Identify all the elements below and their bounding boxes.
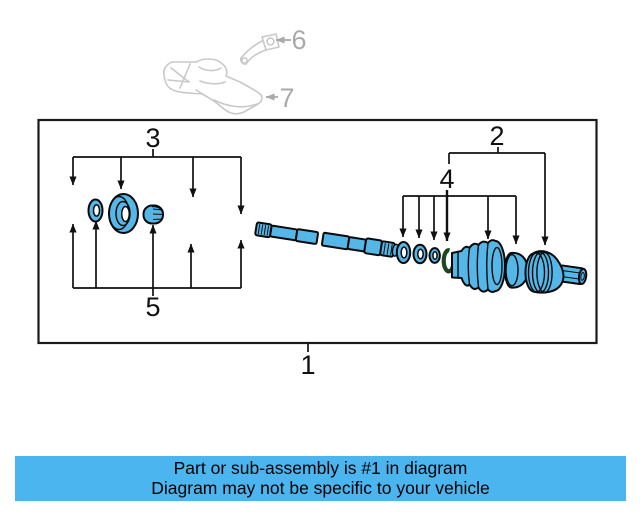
part-spline-coupler[interactable] [142, 204, 164, 225]
part-seal-ring[interactable] [87, 198, 104, 223]
callout-2: 2 [448, 121, 549, 246]
part-washer-ring-2[interactable] [412, 243, 428, 265]
part-axle-shaft[interactable] [254, 221, 399, 258]
callout-1-label[interactable]: 1 [300, 350, 315, 380]
info-banner: Part or sub-assembly is #1 in diagram Di… [15, 456, 626, 501]
callout-6[interactable]: 6 [275, 25, 307, 55]
part-7-bracket-ghost[interactable] [163, 58, 263, 115]
callout-7[interactable]: 7 [265, 83, 295, 113]
callout-4-label[interactable]: 4 [439, 164, 454, 194]
callout-7-label[interactable]: 7 [279, 83, 294, 113]
callout-2-label[interactable]: 2 [489, 121, 504, 151]
part-washer-ring-1[interactable] [395, 241, 412, 264]
callout-3-label[interactable]: 3 [145, 123, 160, 153]
part-cv-boot[interactable] [451, 239, 506, 293]
callout-5: 5 [69, 220, 245, 322]
part-bearing-damper[interactable] [108, 193, 139, 234]
part-washer-ring-3[interactable] [428, 247, 441, 264]
part-grease-cap[interactable] [504, 251, 529, 289]
callout-1: 1 [300, 343, 316, 380]
part-outer-cv-joint[interactable] [524, 250, 588, 294]
callout-3: 3 [69, 123, 245, 215]
info-banner-line2: Diagram may not be specific to your vehi… [151, 477, 490, 498]
callout-5-label[interactable]: 5 [145, 292, 160, 322]
info-banner-line1: Part or sub-assembly is #1 in diagram [173, 458, 468, 478]
part-6-strap-ghost[interactable] [239, 33, 280, 65]
callout-4: 4 [399, 164, 520, 245]
callout-6-label[interactable]: 6 [291, 25, 306, 55]
